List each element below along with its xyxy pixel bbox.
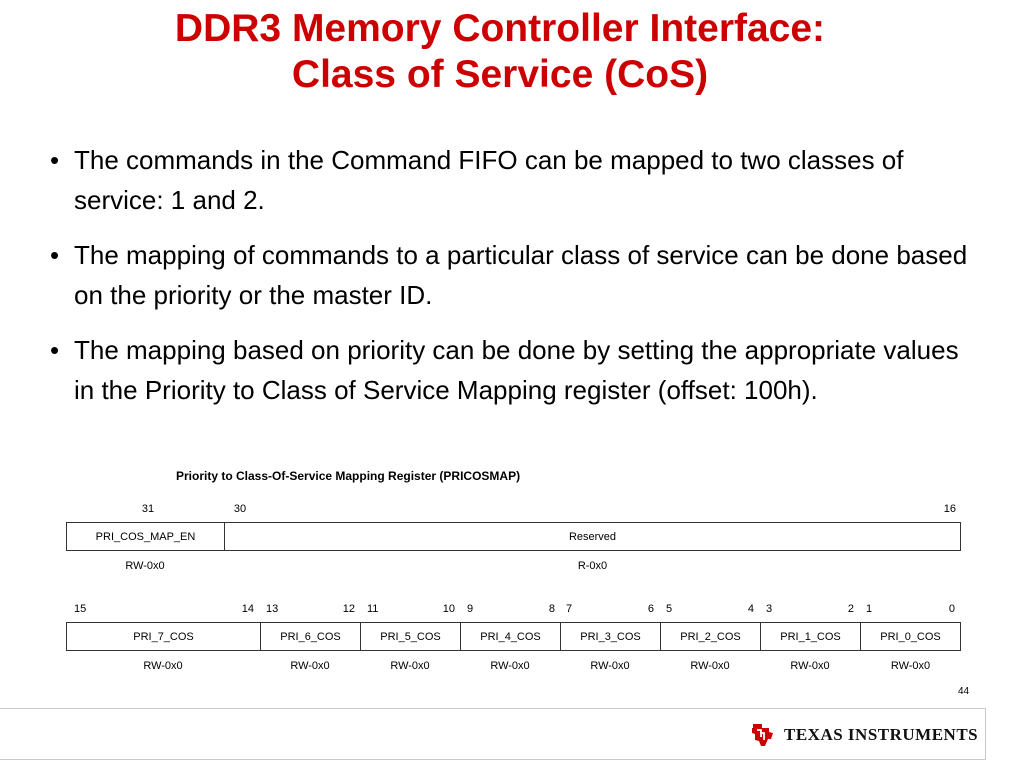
bit-label: 14 <box>241 603 254 615</box>
field-pri-2-cos: PRI_2_COS <box>661 623 761 650</box>
reset-values-lower: RW-0x0 RW-0x0 RW-0x0 RW-0x0 RW-0x0 RW-0x… <box>66 660 961 672</box>
bullet-dot: • <box>50 145 60 175</box>
bit-label: 3 <box>766 603 773 615</box>
ti-logo-icon <box>752 724 773 746</box>
bullet-item: • The commands in the Command FIFO can b… <box>50 140 980 220</box>
reset-values-upper: RW-0x0 R-0x0 <box>66 560 961 572</box>
bullet-dot: • <box>50 240 60 270</box>
bit-label: 12 <box>342 603 355 615</box>
reset-value: RW-0x0 <box>890 660 931 672</box>
bullet-dot: • <box>50 335 60 365</box>
bit-label: 8 <box>548 603 555 615</box>
register-title: Priority to Class-Of-Service Mapping Reg… <box>176 469 521 483</box>
bit-label: 0 <box>948 603 955 615</box>
bullet-text: The mapping of commands to a particular … <box>74 240 968 310</box>
bullet-text: The mapping based on priority can be don… <box>74 335 959 405</box>
reset-value: RW-0x0 <box>125 560 165 572</box>
bit-label: 1 <box>866 603 873 615</box>
reset-value: RW-0x0 <box>143 660 183 672</box>
field-pri-5-cos: PRI_5_COS <box>361 623 461 650</box>
field-pri-3-cos: PRI_3_COS <box>561 623 661 650</box>
reset-value: RW-0x0 <box>590 660 630 672</box>
title-line-1: DDR3 Memory Controller Interface: <box>174 7 826 50</box>
bit-label: 30 <box>233 503 247 515</box>
field-pri-0-cos: PRI_0_COS <box>880 630 941 643</box>
bit-label: 13 <box>266 603 279 615</box>
slide-title: DDR3 Memory Controller Interface: Class … <box>0 6 1000 98</box>
field-reserved: Reserved <box>568 530 617 543</box>
reset-value: RW-0x0 <box>690 660 730 672</box>
logo-text: TEXAS INSTRUMENTS <box>784 725 979 744</box>
footer-bar <box>0 708 986 760</box>
field-pri-6-cos: PRI_6_COS <box>261 623 361 650</box>
reset-value: RW-0x0 <box>390 660 430 672</box>
reset-value: RW-0x0 <box>490 660 530 672</box>
title-line-2: Class of Service (CoS) <box>291 53 709 96</box>
bit-label: 15 <box>74 603 87 615</box>
page-number: 44 <box>958 686 970 697</box>
bit-label: 11 <box>367 603 379 615</box>
bit-label: 5 <box>666 603 673 615</box>
bit-label: 7 <box>566 603 573 615</box>
bit-label: 6 <box>647 603 654 615</box>
bullet-item: • The mapping based on priority can be d… <box>50 330 980 410</box>
bit-label: 9 <box>467 603 474 615</box>
ti-logo: TEXAS INSTRUMENTS <box>748 721 978 749</box>
bit-label: 4 <box>747 603 754 615</box>
reset-value: RW-0x0 <box>290 660 330 672</box>
register-row-upper: PRI_COS_MAP_EN Reserved <box>66 522 961 551</box>
field-pri-7-cos: PRI_7_COS <box>67 623 261 650</box>
field-pri-1-cos: PRI_1_COS <box>761 623 861 650</box>
register-row-lower: PRI_7_COS PRI_6_COS PRI_5_COS PRI_4_COS … <box>66 622 961 651</box>
bit-label: 16 <box>943 503 956 515</box>
field-pri-4-cos: PRI_4_COS <box>461 623 561 650</box>
bullet-list: • The commands in the Command FIFO can b… <box>50 140 980 425</box>
bullet-item: • The mapping of commands to a particula… <box>50 235 980 315</box>
bullet-text: The commands in the Command FIFO can be … <box>74 145 904 215</box>
reset-value: RW-0x0 <box>790 660 830 672</box>
bit-label: 31 <box>141 503 155 515</box>
reset-value: R-0x0 <box>577 560 608 572</box>
bit-label: 10 <box>442 603 455 615</box>
field-pri-cos-map-en: PRI_COS_MAP_EN <box>67 523 225 550</box>
bit-label: 2 <box>847 603 854 615</box>
